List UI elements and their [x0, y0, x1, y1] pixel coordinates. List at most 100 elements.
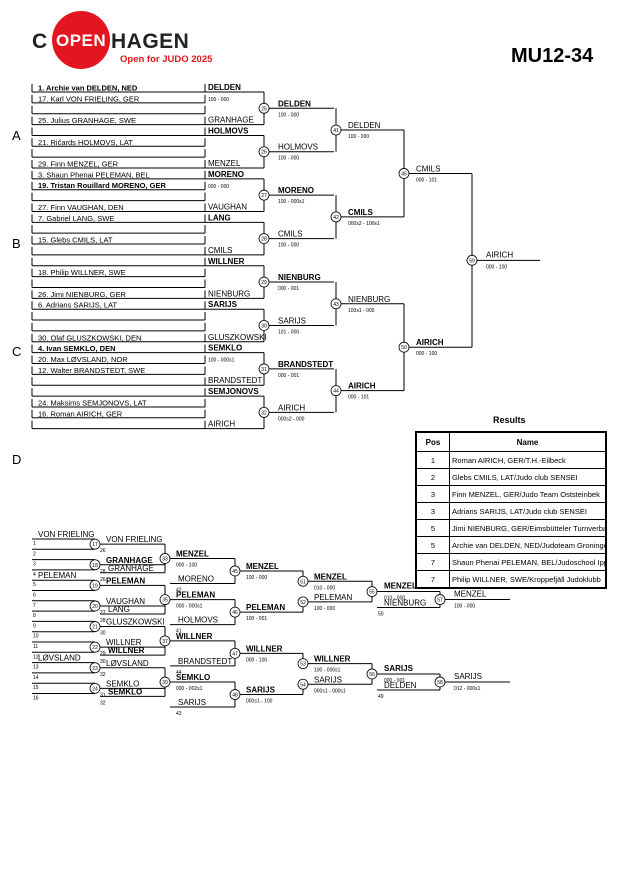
- rep-r4-bottom: NIENBURG: [384, 599, 426, 608]
- rep-r4-top: MENZEL: [384, 582, 417, 591]
- r2-name: NIENBURG: [278, 273, 321, 282]
- rep-r1-name: PELEMAN: [38, 571, 76, 580]
- rep-seed-number: 9: [33, 623, 36, 629]
- match-number: 25: [261, 106, 267, 112]
- r1-bottom-name: BRANDSTEDT: [208, 376, 262, 385]
- rep-r4-bottom: DELDEN: [384, 681, 417, 690]
- r3-score: 100 - 000: [348, 134, 369, 140]
- r3-score: 100s1 - 000: [348, 308, 375, 314]
- entry-name: 19. Tristan Rouillard MORENO, GER: [38, 181, 167, 190]
- match-number: 51: [300, 579, 306, 585]
- results-name: Philip WILLNER, SWE/Kroppefjäll Judoklub…: [449, 570, 607, 589]
- rep-seed-number: 6: [33, 593, 36, 599]
- r2-name: HOLMOVS: [278, 143, 318, 152]
- entry-name: 3. Shaun Phenai PELEMAN, BEL: [38, 170, 150, 179]
- match-number: 47: [232, 651, 238, 657]
- rep-r4-score: 000 - 001: [384, 678, 405, 684]
- r3-name: CMILS: [348, 208, 374, 217]
- rep-r1-name: LØVSLAND: [38, 654, 81, 663]
- rep-r4-top: SARIJS: [384, 664, 414, 673]
- results-name: Finn MENZEL, GER/Judo Team Oststeinbek: [449, 485, 607, 503]
- r1-top-name: SARIJS: [208, 300, 238, 309]
- rep-r2-source: 28: [100, 618, 106, 624]
- match-number: 22: [92, 645, 98, 651]
- rep-seed-number: 8: [33, 613, 36, 619]
- match-number: 31: [261, 367, 267, 373]
- logo-letter-c: C: [32, 30, 48, 53]
- match-number: 29: [261, 280, 267, 286]
- match-number: 55: [369, 590, 375, 596]
- category-title: MU12-34: [511, 45, 594, 67]
- results-name: Glebs CMILS, LAT/Judo club SENSEI: [449, 468, 607, 486]
- r2-score: 101 - 000: [278, 329, 299, 335]
- rep-r3-name: SARIJS: [314, 675, 342, 684]
- rep-bronze-score: 012 - 000s1: [454, 686, 481, 692]
- entry-name: 21. Ričards HOLMOVS, LAT: [38, 138, 133, 147]
- match-number: 23: [92, 666, 98, 672]
- r1-score: 100 - 000: [208, 97, 229, 103]
- results-pos: 2: [415, 468, 450, 486]
- rep-seed-number: 11: [33, 644, 38, 650]
- r2-score: 000 - 001: [278, 373, 299, 379]
- final-name: AIRICH: [486, 250, 513, 259]
- rep-r2b-score: 000s1 - 100: [246, 699, 273, 705]
- match-number: 45: [401, 171, 407, 177]
- r1-score: 100 - 000s1: [208, 358, 235, 364]
- rep-seed-number: 13: [33, 665, 39, 671]
- results-title: Results: [493, 415, 526, 425]
- rep-r3-score: 100 - 000s1: [314, 668, 341, 674]
- rep-r1-source: 31: [100, 692, 106, 698]
- match-number: 28: [261, 237, 267, 243]
- rep-seed-number: 1: [33, 541, 36, 547]
- results-name: Archie van DELDEN, NED/Judoteam Groninge…: [449, 536, 607, 554]
- rep-r2-score: 000 - 000s1: [176, 604, 203, 610]
- results-name: Jimi NIENBURG, GER/Eimsbütteler Turnverb…: [449, 519, 607, 537]
- rep-r2b-source: 44: [176, 670, 182, 676]
- match-number: 54: [300, 682, 306, 688]
- match-number: 19: [92, 583, 98, 589]
- match-number: 42: [333, 215, 339, 221]
- rep-seed-number: 7: [33, 603, 36, 609]
- entry-name: 30. Olaf GLUSZKOWSKI, DEN: [38, 333, 141, 342]
- rep-r3-score: 100 - 000: [314, 606, 335, 612]
- entry-name: 4. Ivan SEMKLO, DEN: [38, 344, 116, 353]
- match-number: 18: [92, 563, 98, 569]
- rep-r2-bottom: GRANHAGE: [108, 564, 154, 573]
- rep-r2b-score: 100 - 001: [246, 616, 267, 622]
- r1-top-name: SEMKLO: [208, 344, 242, 353]
- rep-r1-source: 27: [100, 610, 106, 616]
- r1-top-name: LANG: [208, 213, 231, 222]
- r2-name: MORENO: [278, 186, 314, 195]
- match-number: 24: [92, 686, 98, 692]
- match-number: 17: [92, 542, 98, 548]
- entry-name: 7. Gabriel LANG, SWE: [38, 214, 114, 223]
- rep-r1-winner: VON FRIELING: [106, 535, 162, 544]
- r2-score: 100 - 000: [278, 112, 299, 118]
- rep-r2b-score: 000 - 100: [246, 657, 267, 663]
- rep-r2b-bottom: BRANDSTEDT: [178, 657, 232, 666]
- rep-r1-source: 32: [100, 672, 106, 678]
- rep-seed-number: 2: [33, 551, 36, 557]
- rep-r2-winner: PELEMAN: [176, 591, 215, 600]
- match-number: 37: [162, 639, 168, 645]
- rep-r3-name: WILLNER: [314, 655, 351, 664]
- logo-circle: [52, 11, 110, 69]
- match-number: 57: [437, 598, 443, 604]
- results-pos: 7: [415, 553, 450, 571]
- logo-hagen: HAGEN: [111, 30, 190, 53]
- results-header-name: Name: [449, 431, 607, 452]
- entry-name: 6. Adrians SARIJS, LAT: [38, 301, 117, 310]
- rep-r4-source: 50: [378, 612, 384, 618]
- results-name: Roman AIRICH, GER/T.H.-Eilbeck: [449, 451, 607, 469]
- rep-seed-number: 4: [33, 572, 36, 578]
- rep-r3-score: 010 - 000: [314, 585, 335, 591]
- match-number: 41: [333, 128, 339, 134]
- rep-bronze-name: MENZEL: [454, 590, 487, 599]
- rep-seed-number: 14: [33, 675, 39, 681]
